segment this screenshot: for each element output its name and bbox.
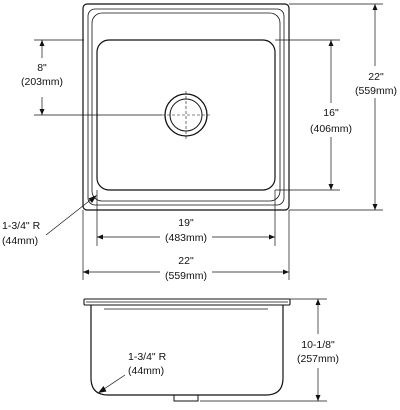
overall-depth-imperial: 22" (368, 71, 384, 83)
sink-outer-rim (82, 3, 290, 211)
height-imperial: 10-1/8" (301, 339, 335, 351)
sink-side-view (83, 298, 291, 402)
dimension-bowl-width: 19" (483mm) (96, 190, 276, 246)
dimension-overall-depth: 22" (559mm) (289, 3, 397, 211)
overall-width-imperial: 22" (178, 255, 194, 267)
dimension-front-to-drain: 8" (203mm) (21, 39, 162, 116)
bottom-radius-metric: (44mm) (128, 365, 164, 377)
overall-depth-metric: (559mm) (355, 85, 397, 97)
corner-radius-imperial: 1-3/4" R (2, 220, 41, 232)
dimension-height: 10-1/8" (257mm) (200, 298, 339, 402)
drain-outer-ring (164, 93, 208, 137)
front-to-drain-metric: (203mm) (21, 76, 63, 88)
callout-bottom-radius: 1-3/4" R (44mm) (98, 351, 167, 393)
bowl-width-imperial: 19" (178, 217, 194, 229)
bottom-radius-imperial: 1-3/4" R (128, 351, 167, 363)
dimension-bowl-depth: 16" (406mm) (275, 39, 352, 191)
sink-top-view (82, 3, 290, 211)
dimension-overall-width: 22" (559mm) (82, 210, 290, 282)
callout-corner-radius: 1-3/4" R (44mm) (2, 195, 97, 247)
front-to-drain-imperial: 8" (37, 62, 47, 74)
corner-radius-metric: (44mm) (2, 235, 38, 247)
side-rim-flange (83, 298, 291, 306)
overall-width-metric: (559mm) (165, 270, 207, 282)
bowl-depth-metric: (406mm) (310, 123, 352, 135)
bowl-width-metric: (483mm) (165, 232, 207, 244)
side-drain-body (173, 395, 199, 402)
side-bowl-profile (90, 305, 284, 396)
height-metric: (257mm) (297, 353, 339, 365)
sink-rim-inner-edge (87, 8, 285, 206)
sink-deck-edge (91, 12, 281, 202)
bowl-depth-imperial: 16" (323, 107, 339, 119)
